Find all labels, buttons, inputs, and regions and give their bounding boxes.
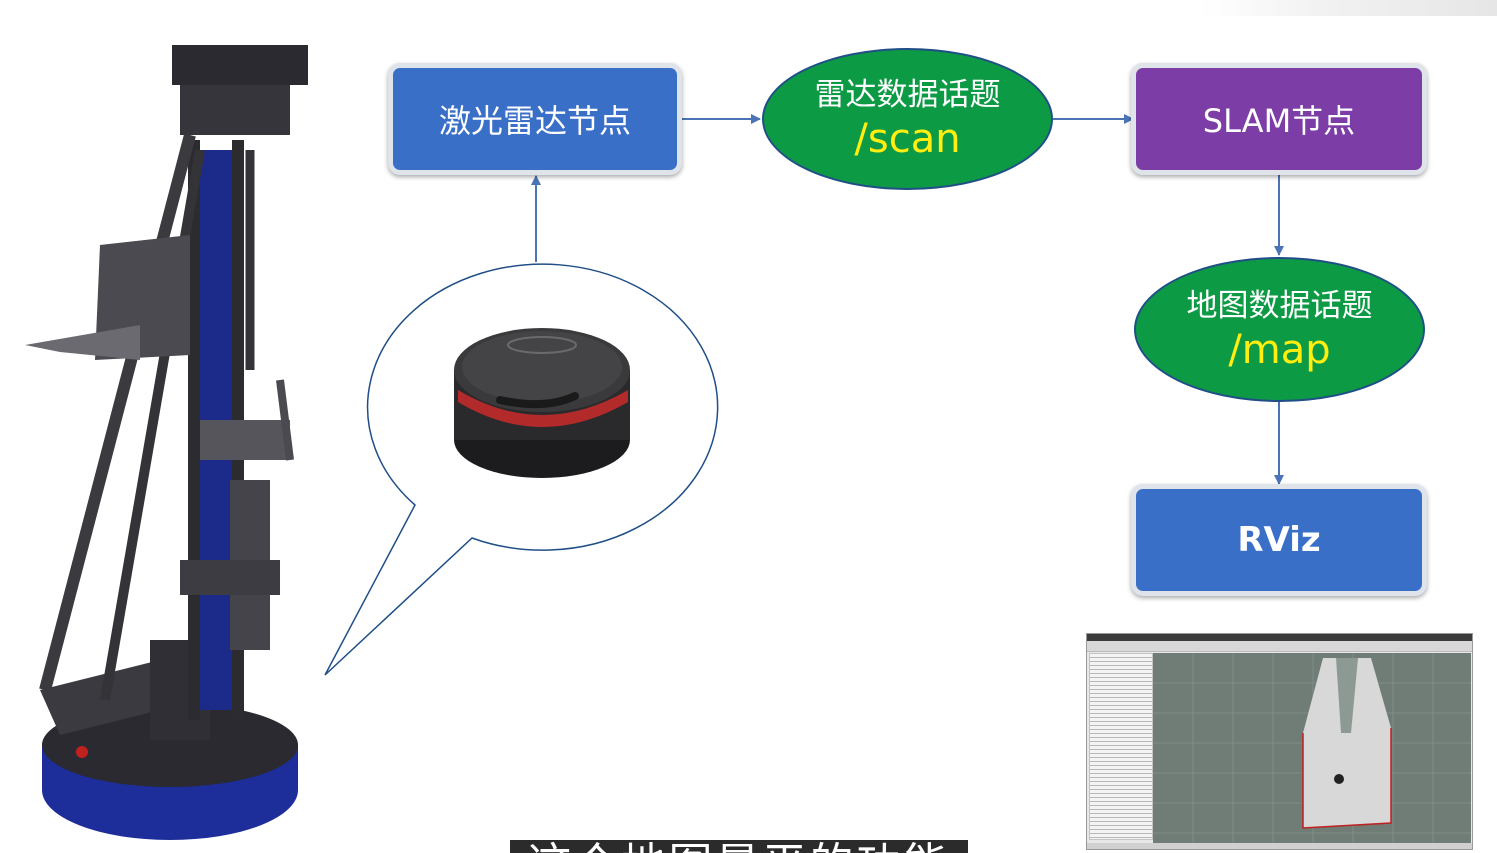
slam-node-label: SLAM节点: [1202, 102, 1356, 140]
lidar-sensor-image: [454, 328, 630, 478]
watermark-logo: [1200, 0, 1497, 16]
robot-illustration: [25, 45, 308, 840]
map-topic-path: /map: [1228, 326, 1331, 373]
rviz-screenshot: [1086, 633, 1473, 850]
caption-text: 这个地图是平的功能: [510, 840, 968, 853]
rviz-node: RViz: [1131, 484, 1427, 596]
slam-node: SLAM节点: [1131, 63, 1427, 175]
scan-topic: 雷达数据话题 /scan: [762, 48, 1053, 190]
rviz-map-view: [1153, 653, 1471, 843]
rviz-node-label: RViz: [1237, 520, 1321, 560]
scan-topic-path: /scan: [854, 116, 961, 162]
lidar-node-label: 激光雷达节点: [438, 102, 631, 140]
scan-topic-name: 雷达数据话题: [814, 77, 1001, 113]
map-topic: 地图数据话题 /map: [1134, 257, 1425, 402]
rviz-titlebar: [1087, 634, 1472, 641]
caption: 这个地图是平的功能: [510, 840, 968, 853]
lidar-node: 激光雷达节点: [388, 63, 682, 175]
rviz-displays-panel: [1089, 653, 1153, 840]
rviz-statusbar: [1087, 843, 1472, 849]
rviz-toolbar: [1087, 641, 1472, 652]
map-topic-name: 地图数据话题: [1186, 287, 1373, 324]
